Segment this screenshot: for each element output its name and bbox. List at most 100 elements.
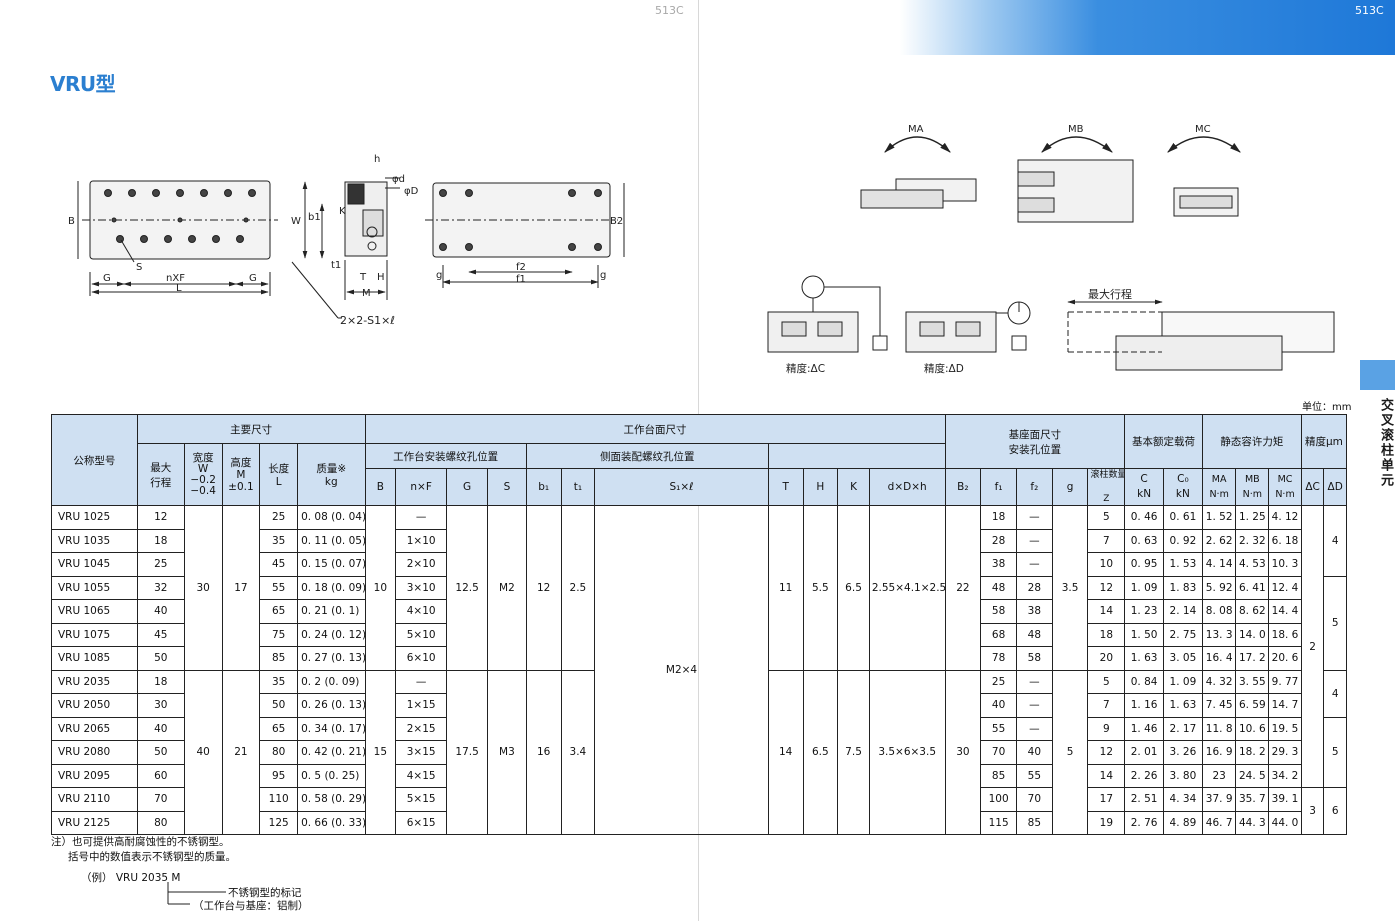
svg-text:φd: φd (392, 174, 405, 185)
accuracy-c-label: 精度:ΔC (786, 362, 825, 375)
table-cell: 14 (1087, 763, 1126, 788)
table-cell: 115 (980, 810, 1017, 835)
table-cell: 1. 09 (1124, 575, 1164, 600)
section-view-drawing (291, 177, 400, 319)
table-cell: 0. 84 (1124, 669, 1164, 694)
table-cell: 50 (136, 740, 185, 765)
svg-text:MC: MC (1195, 124, 1211, 135)
table-cell: VRU 2080 (51, 740, 138, 765)
table-cell: 9. 77 (1268, 669, 1302, 694)
table-cell: 85 (980, 763, 1017, 788)
th-rated-load: 基本额定载荷 (1124, 414, 1203, 469)
table-cell: VRU 1055 (51, 575, 138, 600)
page-number-left: 513C (655, 4, 684, 17)
svg-text:M: M (362, 288, 371, 299)
svg-text:B: B (68, 216, 75, 227)
table-cell: 4×15 (395, 763, 448, 788)
table-cell: 1. 63 (1163, 693, 1203, 718)
header-band (900, 0, 1395, 55)
table-cell: 34. 2 (1268, 763, 1302, 788)
table-cell: 5×15 (395, 787, 448, 812)
table-header-cell: B (364, 468, 397, 506)
table-cell: 70 (136, 787, 185, 812)
table-cell: 10. 3 (1268, 552, 1302, 577)
table-header-cell: ΔD (1323, 468, 1347, 506)
th-model: 公称型号 (51, 414, 138, 506)
table-cell: 3. 80 (1163, 763, 1203, 788)
table-cell: 4. 53 (1235, 552, 1270, 577)
table-cell: 28 (1015, 575, 1053, 600)
table-cell: 25 (259, 505, 299, 530)
table-cell: 6.5 (802, 669, 839, 835)
table-cell: 50 (259, 693, 299, 718)
svg-text:W: W (291, 216, 301, 227)
table-cell: 16 (525, 669, 562, 835)
th-table-surface: 工作台面尺寸 (364, 414, 946, 444)
table-row: VRU 1025 12 30 17 25 0. 08 (0. 04) 10 — … (51, 505, 1347, 835)
table-cell: 17 (1087, 787, 1126, 812)
table-header-cell: f₂ (1015, 468, 1053, 506)
table-cell: 38 (1015, 599, 1053, 624)
table-cell: 3×15 (395, 740, 448, 765)
table-cell: 0. 21 (0. 1) (297, 599, 366, 624)
table-cell: 3. 55 (1235, 669, 1270, 694)
table-cell: 24. 5 (1235, 763, 1270, 788)
table-cell: 14 (767, 669, 804, 835)
table-cell: 25 (136, 552, 185, 577)
table-cell: 15 (364, 669, 397, 835)
table-cell: 5 (1323, 716, 1347, 788)
table-cell: 85 (259, 646, 299, 671)
table-cell: 14 (1087, 599, 1126, 624)
table-cell: 1. 09 (1163, 669, 1203, 694)
svg-text:g: g (436, 270, 442, 281)
svg-text:H: H (377, 272, 385, 283)
table-cell: 4 (1323, 669, 1347, 718)
table-cell: 28 (980, 528, 1017, 553)
table-cell: 3.5×6×3.5 (868, 669, 946, 835)
svg-text:f2: f2 (516, 262, 526, 273)
table-cell: 18 (136, 669, 185, 694)
base-view-drawing (425, 182, 625, 288)
table-cell: 18 (1087, 622, 1126, 647)
th-accuracy: 精度μm (1300, 414, 1348, 469)
table-cell: 12.5 (446, 505, 489, 671)
table-cell: — (1015, 552, 1053, 577)
table-cell: 58 (1015, 646, 1053, 671)
table-cell: 8. 08 (1201, 599, 1237, 624)
table-cell: 12 (1087, 575, 1126, 600)
accuracy-d-label: 精度:ΔD (924, 362, 964, 375)
table-cell: 40 (136, 599, 185, 624)
table-cell: 0. 2 (0. 09) (297, 669, 366, 694)
svg-text:φD: φD (404, 186, 419, 197)
table-cell: VRU 1065 (51, 599, 138, 624)
svg-text:L: L (176, 283, 182, 294)
table-cell: VRU 2050 (51, 693, 138, 718)
th-main-dims: 主要尺寸 (136, 414, 366, 444)
table-cell: 6×15 (395, 810, 448, 835)
table-cell: 40 (980, 693, 1017, 718)
table-cell: — (395, 669, 448, 694)
table-cell: 40 (1015, 740, 1053, 765)
section-tab[interactable] (1360, 360, 1395, 390)
table-cell: 0. 66 (0. 33) (297, 810, 366, 835)
table-cell: — (1015, 693, 1053, 718)
table-header-cell: G (446, 468, 489, 506)
svg-text:S: S (136, 262, 142, 273)
table-cell: 5.5 (802, 505, 839, 671)
table-cell: 1. 16 (1124, 693, 1164, 718)
table-cell: 2. 76 (1124, 810, 1164, 835)
table-cell: 6×10 (395, 646, 448, 671)
table-cell: 20 (1087, 646, 1126, 671)
svg-text:B2: B2 (610, 216, 623, 227)
table-cell: 10. 6 (1235, 716, 1270, 741)
table-cell: VRU 2065 (51, 716, 138, 741)
table-cell: 48 (1015, 622, 1053, 647)
table-cell: 14. 7 (1268, 693, 1302, 718)
